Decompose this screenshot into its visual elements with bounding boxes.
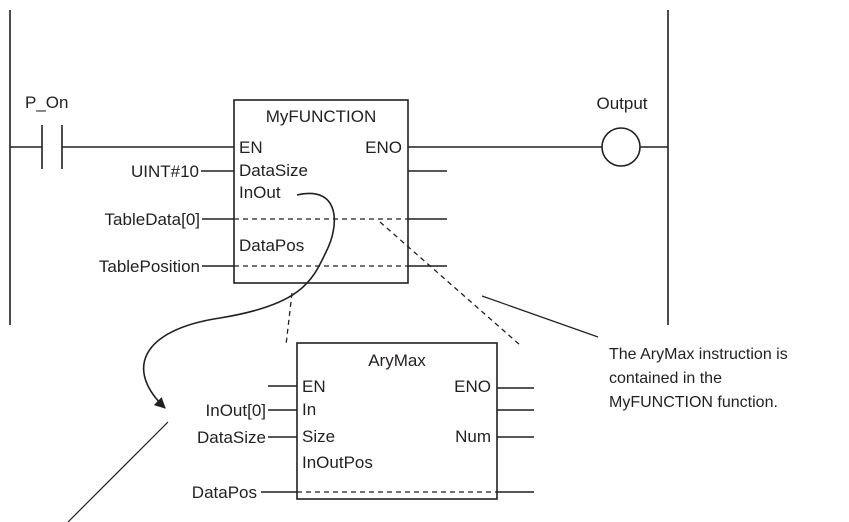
inout0-leader-line <box>67 421 169 522</box>
myfunction-input-datasize: DataSize <box>239 161 308 180</box>
argument-inout0: InOut[0] <box>206 401 266 420</box>
myfunction-input-datapos: DataPos <box>239 236 304 255</box>
arymax-block: AryMax EN In Size InOutPos ENO Num <box>296 342 498 500</box>
myfunction-title: MyFUNCTION <box>266 107 376 126</box>
annotation-leader-line <box>481 295 599 338</box>
argument-datapos: DataPos <box>192 483 257 502</box>
contact-label: P_On <box>25 93 68 112</box>
coil-output: Output <box>596 94 668 167</box>
annotation-line-3: MyFUNCTION function. <box>609 394 778 411</box>
arymax-input-inoutpos: InOutPos <box>302 453 373 472</box>
annotation-line-1: The AryMax instruction is <box>609 346 788 363</box>
arymax-output-num: Num <box>455 427 491 446</box>
arymax-output-eno: ENO <box>454 377 491 396</box>
argument-datasize: DataSize <box>197 428 266 447</box>
coil-label: Output <box>596 94 647 113</box>
myfunction-output-eno: ENO <box>365 138 402 157</box>
arymax-input-size: Size <box>302 427 335 446</box>
argument-tableposition: TablePosition <box>99 257 200 276</box>
myfunction-input-en: EN <box>239 138 263 157</box>
contact-p-on: P_On <box>10 93 234 169</box>
arymax-title: AryMax <box>368 351 426 370</box>
myfunction-block: MyFUNCTION EN DataSize InOut DataPos ENO <box>233 99 409 284</box>
arymax-input-in: In <box>302 400 316 419</box>
zoom-guide-right <box>379 221 521 346</box>
annotation-line-2: contained in the <box>609 370 722 387</box>
argument-tabledata: TableData[0] <box>105 210 200 229</box>
inout-curved-arrow <box>142 192 336 409</box>
arymax-input-en: EN <box>302 377 326 396</box>
myfunction-input-inout: InOut <box>239 183 281 202</box>
zoom-guide-left <box>285 292 293 346</box>
argument-uint10: UINT#10 <box>131 162 199 181</box>
